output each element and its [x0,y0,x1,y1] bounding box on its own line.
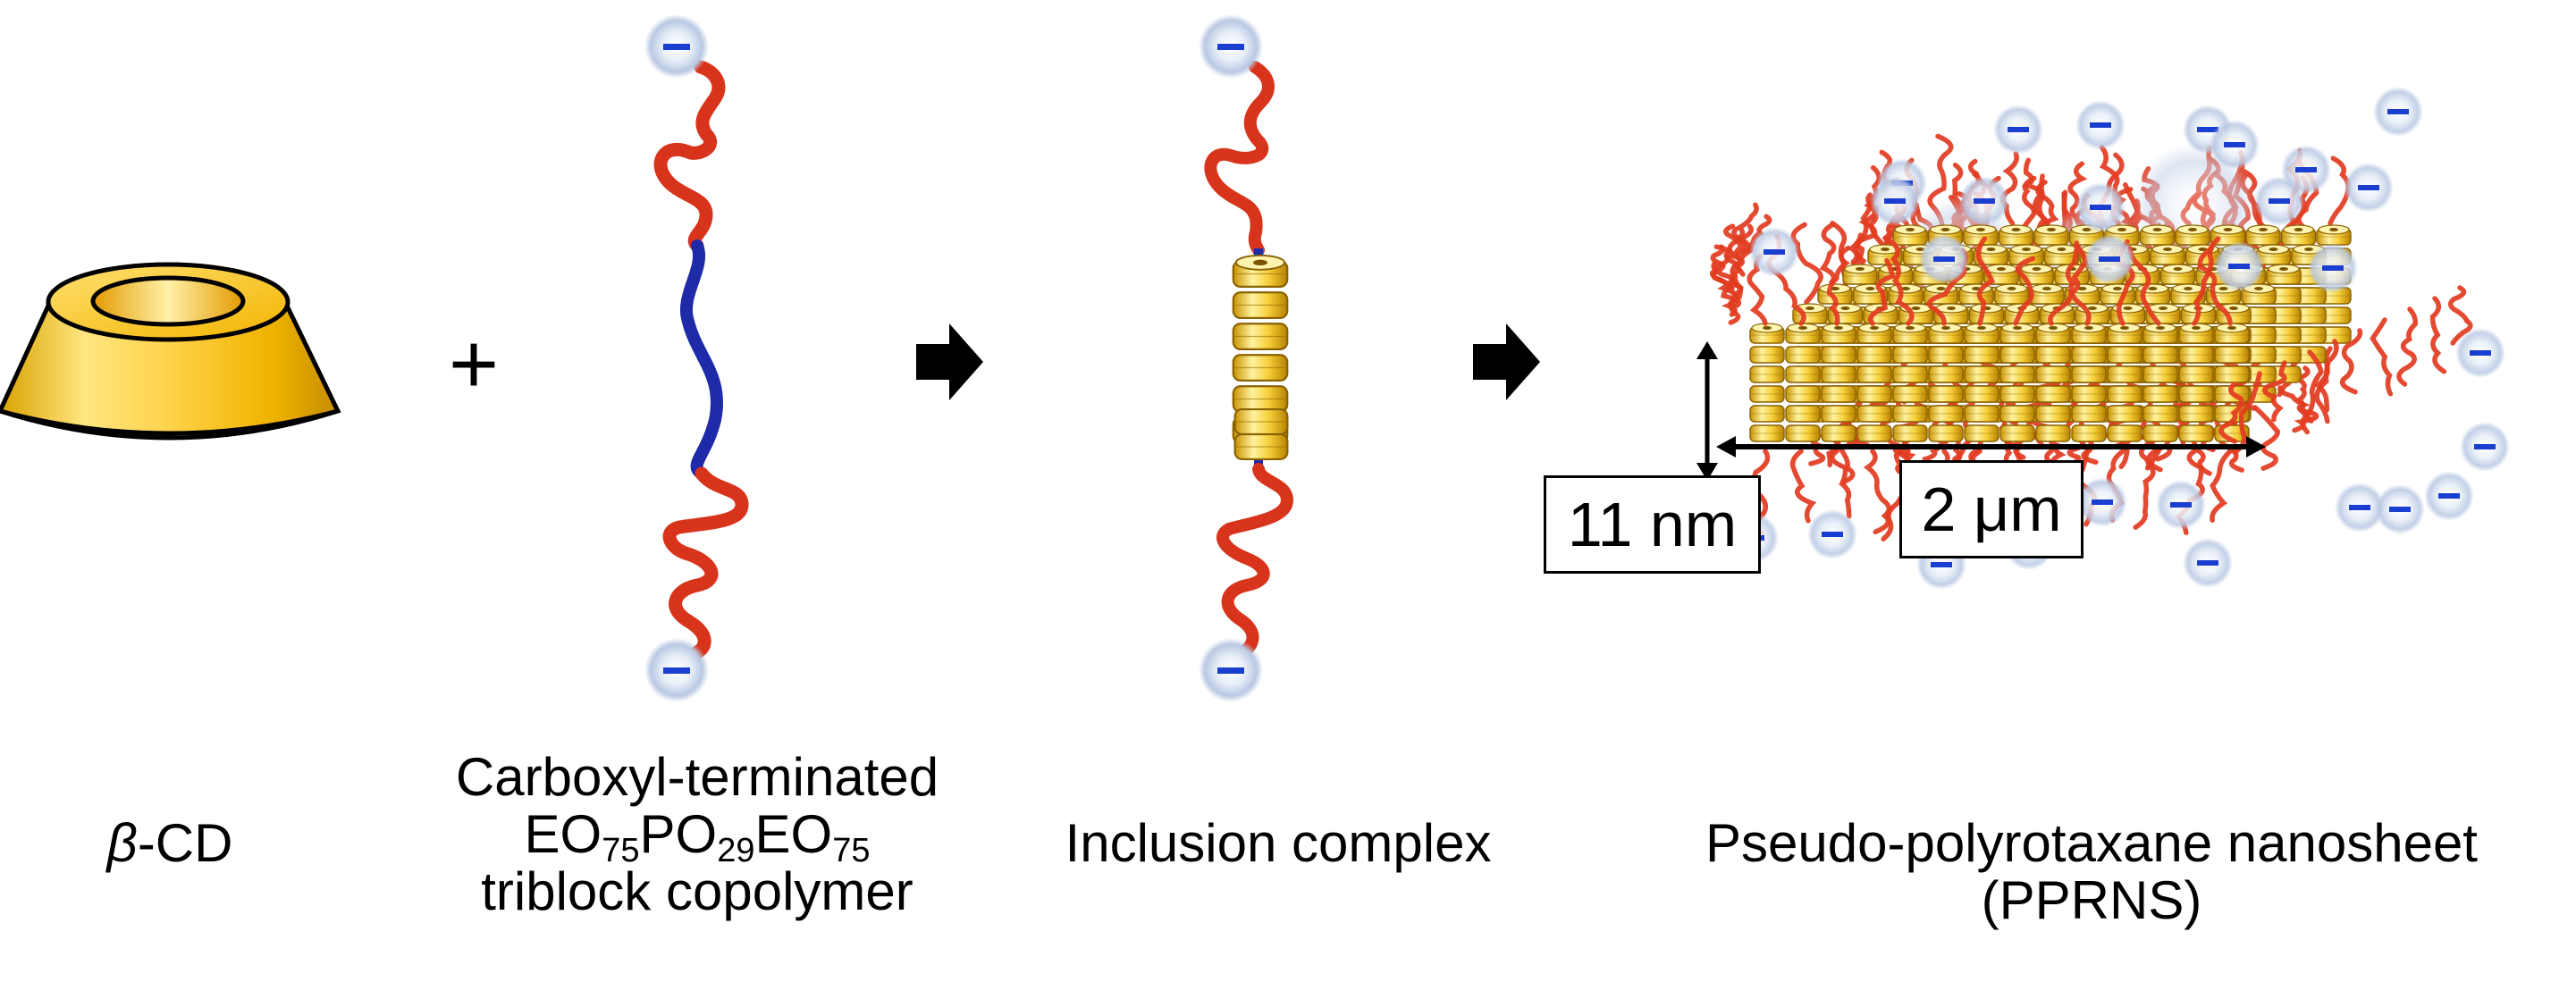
negative-charge-icon [2210,120,2260,170]
negative-charge-icon [2214,241,2264,291]
inclusion-complex-icon [1210,67,1287,652]
negative-charge-icon [1870,176,1920,226]
negative-charge-icon [1199,638,1263,702]
negative-charge-icon [644,638,709,702]
plus-sign: + [449,322,499,407]
negative-charge-icon [1807,509,1857,559]
negative-charge-icon [2375,484,2425,534]
negative-charge-icon [1919,234,1969,284]
inclusion-complex-label: Inclusion complex [1001,815,1555,872]
negative-charge-icon [2281,145,2331,195]
negative-charge-icon [644,14,709,79]
beta-cd-label: β-CD [72,815,268,872]
formula-eo2: EO [754,804,832,864]
negative-charge-icon [2424,471,2474,521]
nanosheet-icon [1713,87,2510,590]
formula-eo1: EO [525,804,602,864]
copolymer-line3: triblock copolymer [384,863,1010,920]
negative-charge-icon [2344,163,2394,213]
negative-charge-icon [2075,182,2126,232]
thickness-label: 11 nm [1544,475,1761,574]
negative-charge-icon [2373,87,2423,137]
negative-charge-icon [1959,176,2009,226]
pprns-line1: Pseudo-polyrotaxane nanosheet [1609,815,2574,872]
copolymer-formula: EO75PO29EO75 [384,806,1010,863]
negative-charge-icon [1749,227,1799,277]
negative-charge-icon [2455,328,2505,378]
triblock-copolymer-icon [661,67,742,652]
thickness-arrow-icon [1696,341,1718,481]
negative-charge-icon [2084,234,2134,284]
negative-charge-icon [1993,105,2043,155]
formula-po: PO [640,804,718,864]
cyclodextrin-icon [0,264,338,438]
arrow-right-icon [1473,323,1540,400]
negative-charge-icon [2308,243,2358,293]
arrow-right-icon [916,323,983,400]
copolymer-label: Carboxyl-terminated EO75PO29EO75 tribloc… [384,749,1010,920]
pprns-line2: (PPRNS) [1609,872,2574,929]
copolymer-line1: Carboxyl-terminated [384,749,1010,806]
pprns-label: Pseudo-polyrotaxane nanosheet (PPRNS) [1609,815,2574,929]
beta-cd-suffix: -CD [138,813,233,873]
negative-charge-icon [2075,100,2126,150]
beta-symbol: β [107,813,138,873]
negative-charge-icon [2156,480,2206,530]
negative-charge-icon [1199,14,1263,79]
negative-charge-icon [2460,422,2510,472]
negative-charge-icon [2183,538,2233,588]
width-label: 2 μm [1899,460,2084,558]
negative-charge-icon [2077,477,2127,527]
